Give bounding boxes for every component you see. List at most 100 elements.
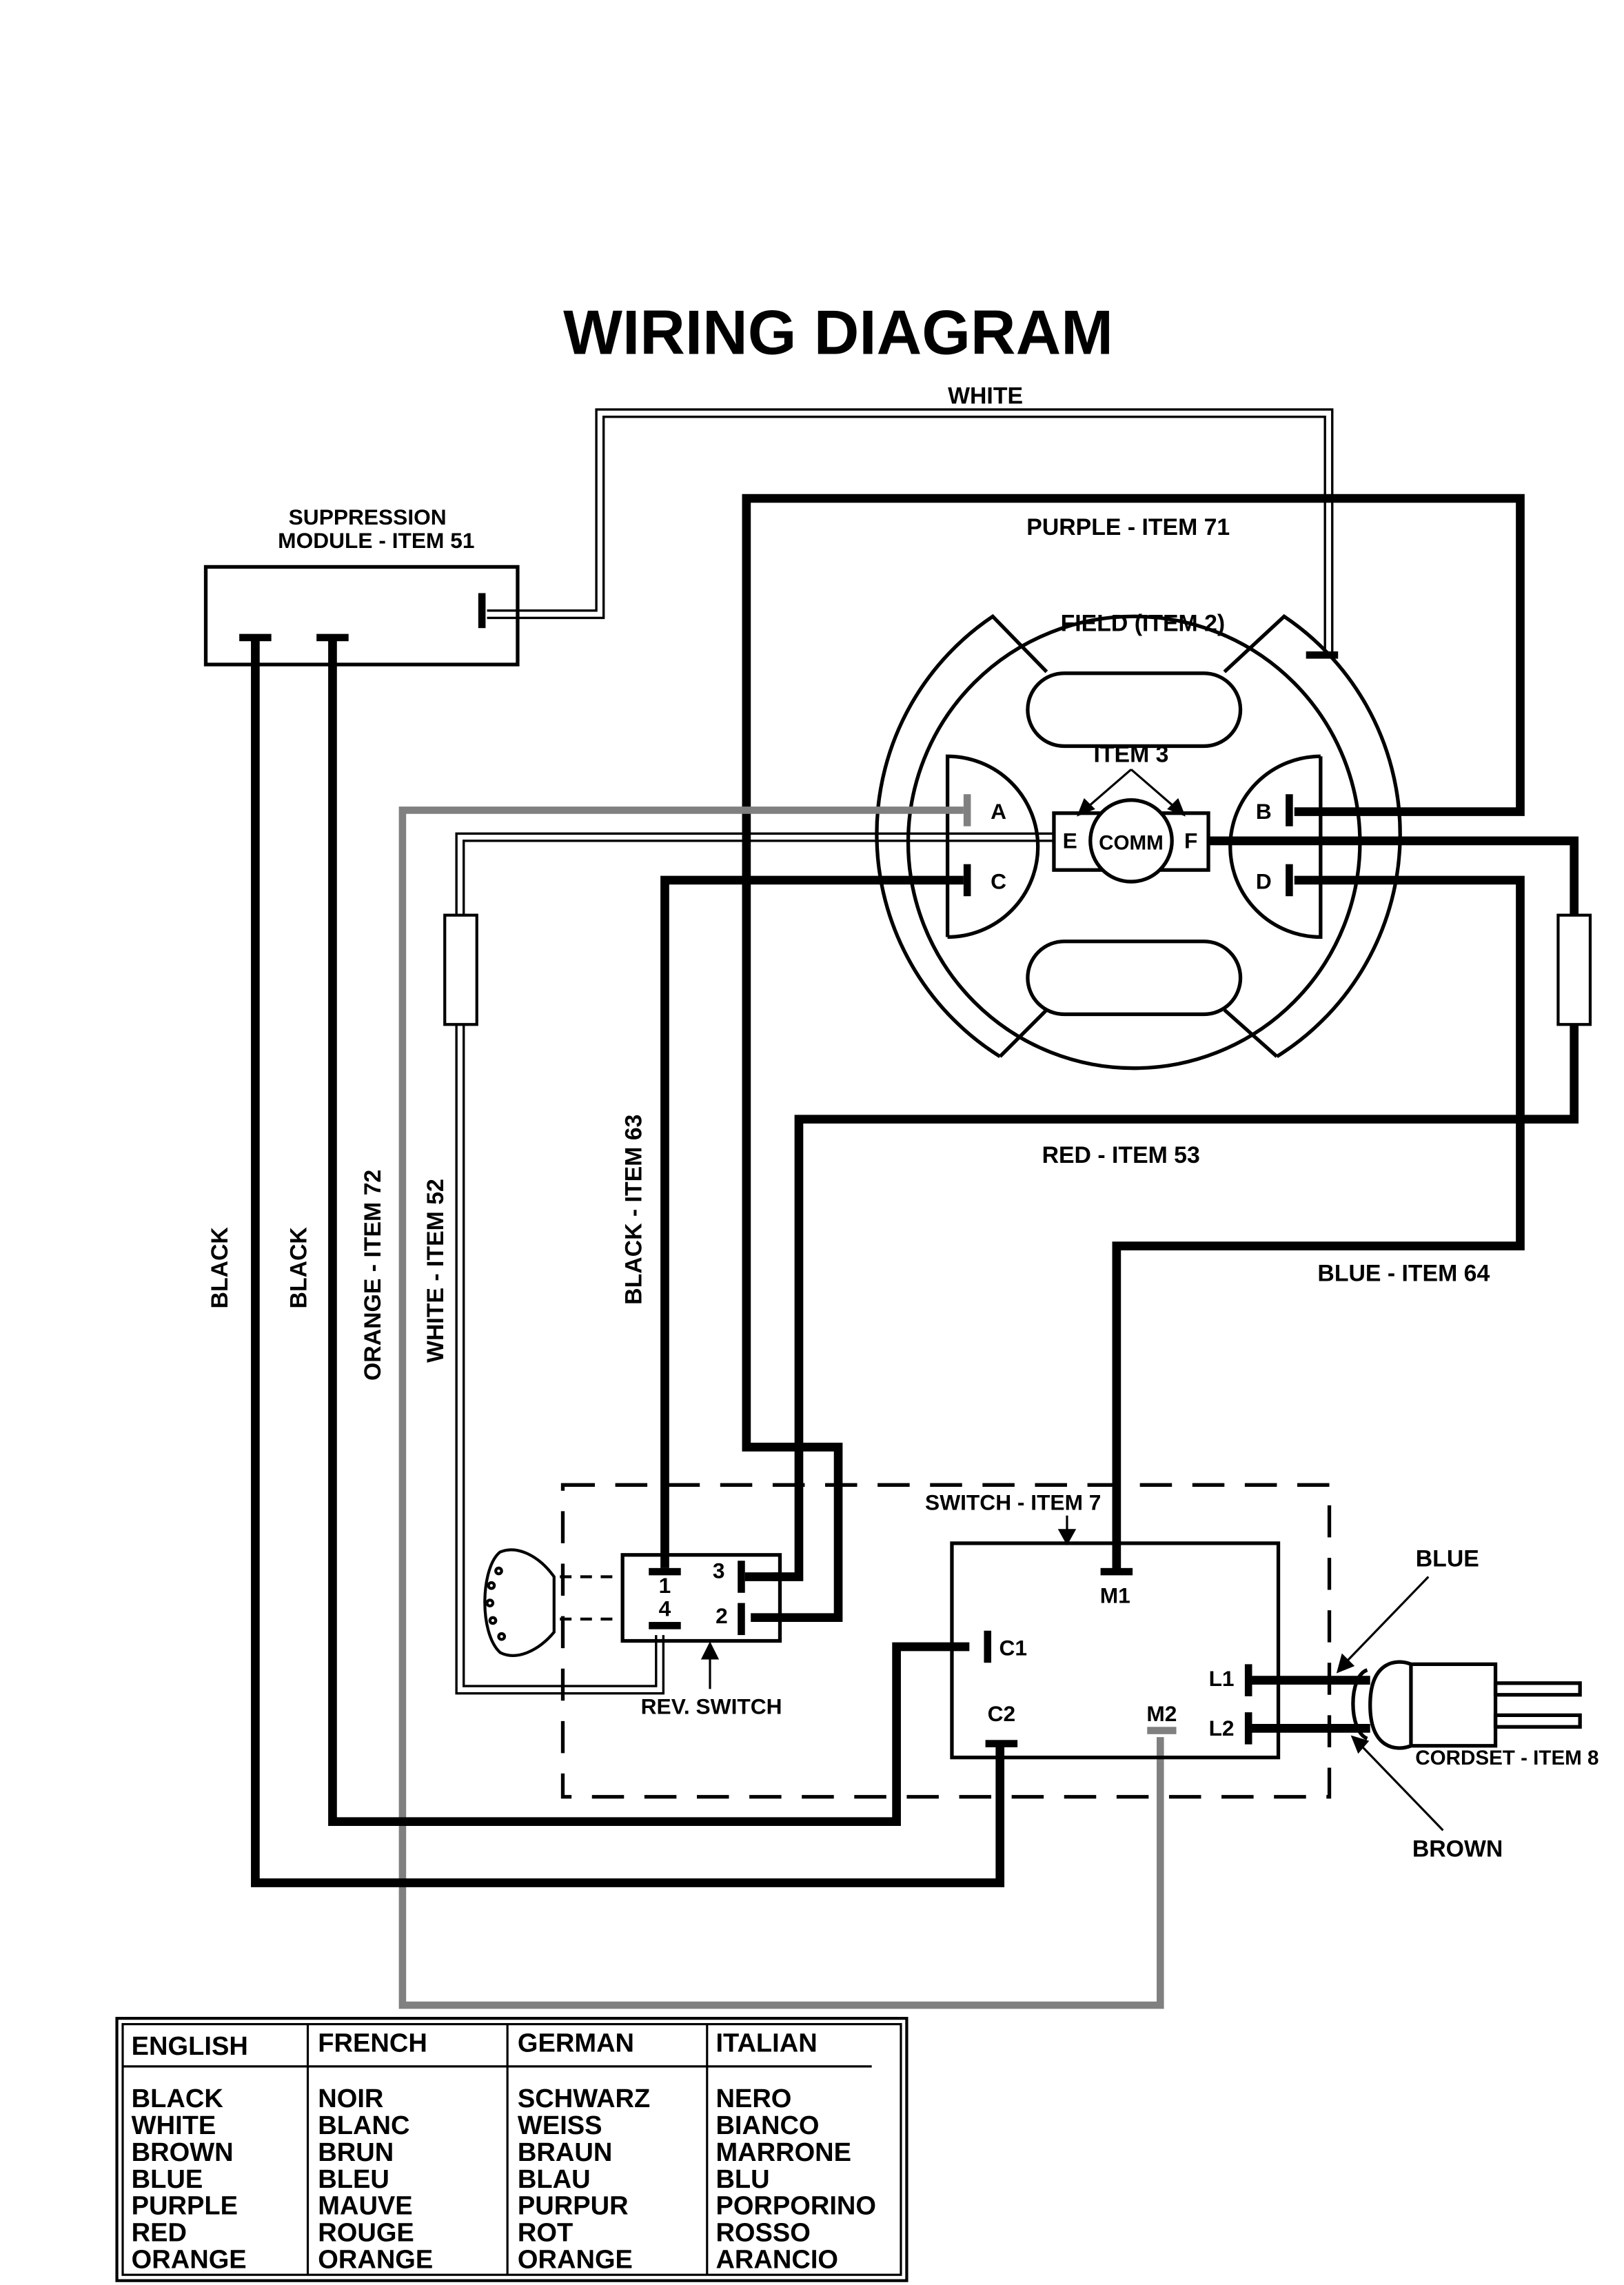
switch-arrow bbox=[1057, 1515, 1077, 1546]
black-wire-63-label: BLACK - ITEM 63 bbox=[621, 1115, 647, 1305]
table-cell: PORPORINO bbox=[715, 2192, 876, 2221]
terminal-m1 bbox=[1100, 1567, 1133, 1576]
red-wire-label: RED - ITEM 53 bbox=[1042, 1142, 1200, 1168]
comm-label: COMM bbox=[1099, 832, 1164, 855]
table-cell: ROT bbox=[518, 2219, 573, 2248]
orange-wire-item-72 bbox=[398, 806, 1177, 2009]
terminal-l2 bbox=[1244, 1712, 1252, 1745]
table-cell: NERO bbox=[715, 2084, 791, 2113]
rev-switch bbox=[620, 1553, 782, 1643]
terminal-b-label: B bbox=[1256, 799, 1272, 824]
table-cell: WHITE bbox=[132, 2111, 216, 2140]
red-wire-item-53 bbox=[772, 836, 1592, 1581]
item3-arrows bbox=[1077, 769, 1186, 817]
white-wire-52-label: WHITE - ITEM 52 bbox=[423, 1179, 449, 1363]
table-cell: BLU bbox=[715, 2165, 769, 2194]
table-cell: BRUN bbox=[318, 2138, 394, 2167]
rev-terminal-1 bbox=[649, 1567, 681, 1576]
table-cell: RED bbox=[132, 2219, 187, 2248]
table-cell: ROUGE bbox=[318, 2219, 414, 2248]
terminal-c1 bbox=[984, 1630, 992, 1663]
black-wire-2-label: BLACK bbox=[285, 1227, 312, 1309]
term-e-label: E bbox=[1063, 828, 1077, 853]
table-cell: PURPLE bbox=[132, 2192, 238, 2221]
terminal-l2-label: L2 bbox=[1209, 1716, 1235, 1740]
rev-terminal-2-label: 2 bbox=[715, 1603, 728, 1628]
table-cell: ORANGE bbox=[132, 2245, 247, 2274]
table-cell: MARRONE bbox=[715, 2138, 851, 2167]
terminal-c2-label: C2 bbox=[988, 1701, 1016, 1726]
table-cell: BLUE bbox=[132, 2165, 203, 2194]
rev-terminal-3-label: 3 bbox=[713, 1558, 725, 1583]
field-label: FIELD (ITEM 2) bbox=[1061, 610, 1226, 636]
rev-switch-arrow bbox=[700, 1641, 720, 1689]
suppression-label-line1: SUPPRESSION bbox=[289, 505, 447, 529]
cord-blue-arrow bbox=[1336, 1576, 1430, 1674]
table-header-english: ENGLISH bbox=[132, 2032, 248, 2061]
table-cell: SCHWARZ bbox=[518, 2084, 650, 2113]
table-cell: BLACK bbox=[132, 2084, 224, 2113]
table-cell: ARANCIO bbox=[715, 2245, 838, 2274]
table-cell: BLEU bbox=[318, 2165, 389, 2194]
cord-brown-arrow bbox=[1350, 1735, 1444, 1831]
black-wire-1 bbox=[251, 638, 1005, 1887]
switch-label: SWITCH - ITEM 7 bbox=[925, 1490, 1101, 1514]
suppression-label-line2: MODULE - ITEM 51 bbox=[278, 528, 474, 553]
suppression-terminal bbox=[478, 593, 486, 629]
terminal-b bbox=[1286, 794, 1293, 826]
terminal-d bbox=[1286, 864, 1293, 897]
rev-terminal-3 bbox=[738, 1561, 745, 1593]
table-cell: ORANGE bbox=[318, 2245, 433, 2274]
rev-switch-label: REV. SWITCH bbox=[641, 1694, 782, 1718]
rev-terminal-4-label: 4 bbox=[659, 1596, 671, 1621]
blue-wire-label: BLUE - ITEM 64 bbox=[1317, 1260, 1490, 1286]
black-wire-1-label: BLACK bbox=[207, 1227, 233, 1309]
table-cell: BLANC bbox=[318, 2111, 409, 2140]
table-cell: BIANCO bbox=[715, 2111, 819, 2140]
terminal-c-label: C bbox=[991, 869, 1006, 894]
diagram-title: WIRING DIAGRAM bbox=[563, 298, 1113, 368]
purple-wire bbox=[742, 494, 1525, 1623]
switch-enclosure bbox=[560, 1483, 1332, 1799]
purple-wire-label: PURPLE - ITEM 71 bbox=[1026, 514, 1230, 540]
blue-wire-item-64 bbox=[1112, 875, 1525, 1572]
cord-blue-label: BLUE bbox=[1416, 1546, 1479, 1572]
terminal-m1-label: M1 bbox=[1100, 1583, 1130, 1608]
terminal-l1 bbox=[1244, 1664, 1252, 1696]
table-cell: ROSSO bbox=[715, 2219, 810, 2248]
cordset-item-8 bbox=[1252, 1660, 1582, 1750]
rev-terminal-2 bbox=[738, 1603, 745, 1636]
table-cell: BRAUN bbox=[518, 2138, 612, 2167]
field-poles bbox=[945, 671, 1323, 1017]
table-header-italian: ITALIAN bbox=[715, 2029, 817, 2058]
white-wire-label: WHITE bbox=[948, 383, 1023, 409]
cordset-label: CORDSET - ITEM 8 bbox=[1415, 1747, 1598, 1769]
table-header-french: FRENCH bbox=[318, 2029, 427, 2058]
rev-terminal-4 bbox=[649, 1622, 681, 1629]
terminal-m2-label: M2 bbox=[1146, 1701, 1177, 1726]
rev-terminal-1-label: 1 bbox=[659, 1573, 671, 1598]
terminal-l1-label: L1 bbox=[1209, 1666, 1235, 1691]
table-cell: BLAU bbox=[518, 2165, 591, 2194]
terminal-d-label: D bbox=[1256, 869, 1272, 894]
suppression-terminal-left bbox=[239, 633, 272, 642]
black-wire-2 bbox=[328, 638, 970, 1827]
suppression-terminal-right bbox=[316, 633, 349, 642]
table-header-german: GERMAN bbox=[518, 2029, 634, 2058]
rev-switch-handle bbox=[483, 1548, 620, 1657]
table-cell: PURPUR bbox=[518, 2192, 629, 2221]
cord-brown-label: BROWN bbox=[1412, 1836, 1503, 1862]
term-f-label: F bbox=[1184, 828, 1197, 853]
item3-label: ITEM 3 bbox=[1094, 742, 1169, 768]
terminal-c1-label: C1 bbox=[999, 1636, 1027, 1661]
terminal-a bbox=[963, 794, 971, 826]
orange-wire-label: ORANGE - ITEM 72 bbox=[360, 1170, 386, 1381]
terminal-c2 bbox=[985, 1740, 1018, 1747]
switch-item-7 bbox=[950, 1541, 1281, 1760]
table-cell: ORANGE bbox=[518, 2245, 633, 2274]
terminal-c bbox=[963, 864, 971, 897]
table-cell: MAUVE bbox=[318, 2192, 412, 2221]
terminal-a-label: A bbox=[991, 799, 1006, 824]
commutator bbox=[1088, 798, 1174, 884]
